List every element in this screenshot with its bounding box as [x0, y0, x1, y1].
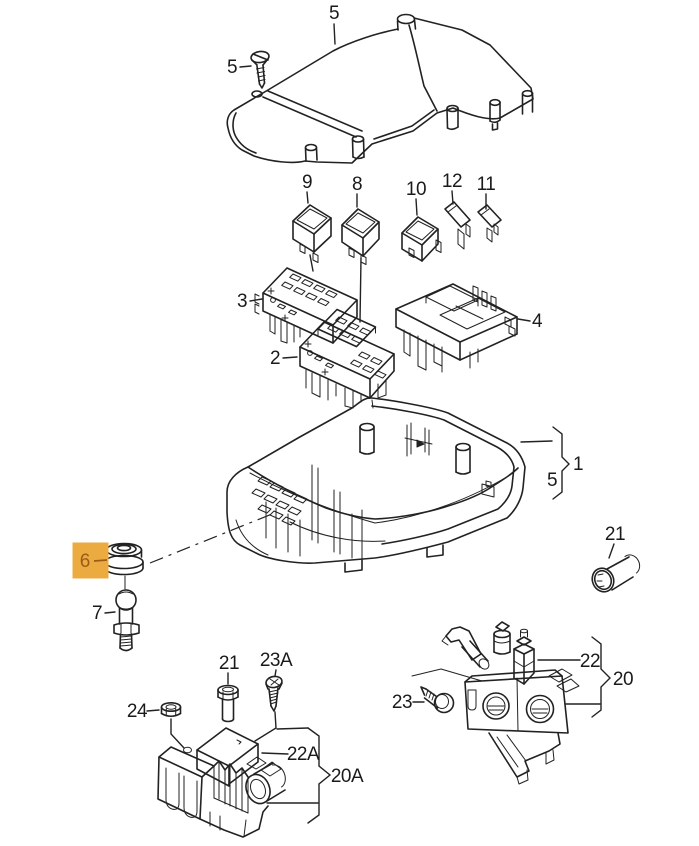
callout-screw-23a-label[interactable]: 23A: [260, 650, 294, 671]
callout-grommet-6: 6: [72, 542, 109, 579]
callout-bolt-21-label[interactable]: 21: [219, 653, 240, 674]
callout-grommet-6-label[interactable]: 6: [80, 551, 91, 572]
bracket-20a-part: [157, 746, 286, 838]
fuse-carrier-2-part: [299, 308, 395, 409]
callout-valve-22: 22: [537, 651, 601, 672]
callout-bracket-20a-label[interactable]: 20A: [331, 766, 365, 787]
callout-relay-22a: 22A: [261, 744, 321, 765]
grommet-position-line: [149, 513, 273, 564]
callout-fuse-12-label[interactable]: 12: [442, 171, 463, 192]
callout-ball-stud-7-label[interactable]: 7: [92, 603, 103, 624]
callout-cover-label[interactable]: 5: [329, 3, 340, 24]
callout-cover-screw-line: [239, 65, 252, 68]
callout-cover-screw: 5: [227, 57, 252, 78]
bolt-21-part: [217, 684, 239, 723]
callout-cap-21-label[interactable]: 21: [605, 524, 626, 545]
fuse-carrier-3-part: [254, 267, 358, 344]
callout-screw-23a: 23A: [254, 650, 294, 742]
callout-fuse-11-label[interactable]: 11: [477, 174, 496, 195]
callout-relay-10-label[interactable]: 10: [406, 179, 427, 200]
relay-8-part: [341, 208, 380, 265]
ball-stud-part: [113, 589, 140, 652]
callout-fuse-carrier-3: 3: [237, 291, 263, 312]
callout-cover: 5: [329, 3, 340, 45]
fuse-11-part: [477, 204, 502, 243]
callout-cover-screw-label[interactable]: 5: [227, 57, 238, 78]
cover-screw-part: [250, 50, 270, 89]
callout-assembly-1-sub-label[interactable]: 5: [547, 470, 558, 491]
callout-assembly-1-label[interactable]: 1: [573, 454, 584, 475]
callout-assembly-1: 1 5: [520, 426, 584, 500]
callout-relay-carrier-4: 4: [517, 311, 544, 332]
callout-relay-8-label[interactable]: 8: [352, 174, 363, 195]
screw-23a-part: [265, 675, 283, 712]
callout-cap-21: 21: [605, 524, 626, 559]
callout-screw-23-label[interactable]: 23: [392, 692, 413, 713]
callout-assembly-20-label[interactable]: 20: [613, 669, 634, 690]
callout-cover-line: [333, 23, 336, 45]
relay-10-part: [401, 216, 442, 262]
callout-ball-stud-7: 7: [92, 603, 116, 624]
assembly-1-brace: [552, 426, 570, 500]
assembly-20-part: [441, 621, 580, 785]
bracket-20a-brace: [307, 727, 332, 824]
callout-nut-24-label[interactable]: 24: [127, 701, 149, 722]
cap-21-part: [591, 554, 641, 593]
assembly-20-brace: [591, 636, 611, 718]
callout-relay-22a-label[interactable]: 22A: [287, 744, 321, 765]
callout-bracket-20a: 20A: [266, 727, 365, 824]
relay-9-part: [292, 204, 332, 263]
callout-fuse-12: 12: [442, 171, 463, 205]
callout-screw-23: 23: [392, 692, 425, 713]
nut-24-part: [160, 701, 182, 718]
screw-23-part: [411, 668, 483, 714]
callout-fuse-11: 11: [477, 174, 496, 210]
callout-fuse-carrier-2: 2: [270, 348, 298, 369]
callout-bolt-21: 21: [219, 653, 240, 685]
cover-part: [226, 13, 534, 164]
housing-part: [226, 397, 526, 573]
callout-valve-22-label[interactable]: 22: [580, 651, 601, 672]
callout-relay-10: 10: [406, 179, 427, 216]
callout-nut-24: 24: [127, 701, 192, 754]
fuse-12-part: [444, 201, 471, 250]
callout-relay-9-label[interactable]: 9: [302, 172, 313, 193]
relay-carrier-4-part: [395, 283, 518, 373]
grommet-part: [104, 542, 144, 590]
callout-assembly-20: 20: [565, 636, 634, 718]
callout-fuse-carrier-3-label[interactable]: 3: [237, 291, 248, 312]
callout-relay-8: 8: [352, 174, 363, 323]
callout-relay-9: 9: [302, 172, 314, 272]
callout-fuse-carrier-2-label[interactable]: 2: [270, 348, 281, 369]
callout-relay-carrier-4-label[interactable]: 4: [532, 311, 544, 332]
